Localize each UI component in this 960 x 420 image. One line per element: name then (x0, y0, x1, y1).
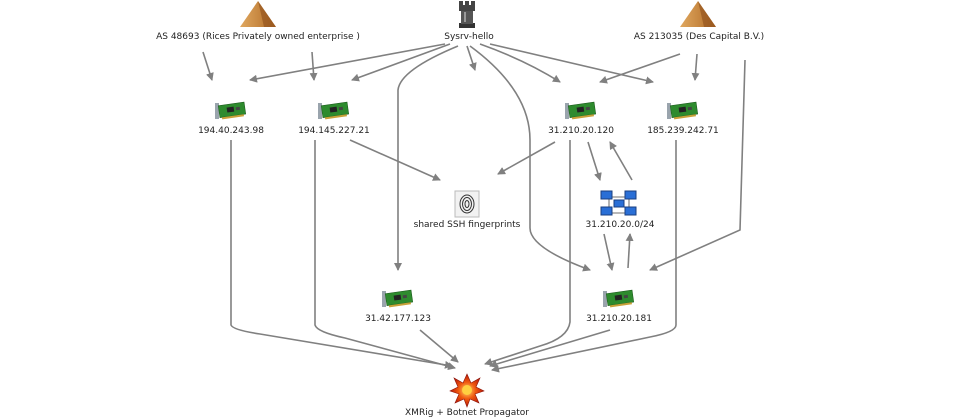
edge-31-42-to-xmrig (419, 329, 459, 363)
edge-as213035-to-31-210-120 (599, 53, 681, 84)
ip-194-145-227-21-label[interactable]: 194.145.227.21 (298, 126, 370, 136)
edge-subnet-to-31-210-120 (609, 141, 633, 181)
edge-31-210-120-to-xmrig (484, 140, 571, 366)
malware-burst-icon (449, 373, 485, 408)
sysrv-hello-label[interactable]: Sysrv-hello (444, 32, 494, 42)
subnet-31-210-20-0-label[interactable]: 31.210.20.0/24 (585, 220, 655, 230)
edge-194-40-to-xmrig (230, 140, 453, 369)
network-card-icon (565, 101, 597, 120)
ip-31-210-20-120-label[interactable]: 31.210.20.120 (548, 126, 614, 136)
shared-ssh-fingerprints-label[interactable]: shared SSH fingerprints (413, 220, 521, 230)
edge-194-145-to-xmrig (314, 140, 456, 371)
pyramid-icon (240, 1, 276, 27)
edge-sysrv-to-xmrig (466, 45, 477, 71)
edge-as48693-to-194-145 (309, 51, 318, 81)
network-topology-icon (600, 190, 637, 216)
as-48693-label[interactable]: AS 48693 (Rices Privately owned enterpri… (156, 32, 360, 42)
ip-31-210-20-181-label[interactable]: 31.210.20.181 (586, 314, 652, 324)
edge-31-210-181-to-xmrig (489, 329, 611, 368)
network-card-icon (603, 289, 635, 308)
edge-as213035-to-31-210-181 (649, 59, 746, 271)
edge-sysrv-to-185-239 (489, 43, 654, 85)
edge-31-210-120-to-subnet (587, 141, 602, 181)
edge-sysrv-to-194-40 (249, 43, 446, 83)
edge-185-239-to-xmrig (491, 140, 677, 373)
ip-185-239-242-71-label[interactable]: 185.239.242.71 (647, 126, 719, 136)
network-card-icon (382, 289, 414, 308)
edge-as48693-to-194-40 (202, 51, 214, 81)
edge-194-145-to-ssh (349, 139, 441, 181)
edge-31-210-181-to-subnet (625, 233, 634, 269)
edge-sysrv-to-31-210-120 (479, 43, 561, 83)
xmrig-botnet-propagator-label[interactable]: XMRig + Botnet Propagator (405, 408, 529, 418)
ip-194-40-243-98-label[interactable]: 194.40.243.98 (198, 126, 264, 136)
ip-31-42-177-123-label[interactable]: 31.42.177.123 (365, 314, 431, 324)
network-card-icon (667, 101, 699, 120)
edge-subnet-to-31-210-181 (603, 233, 615, 271)
edge-sysrv-to-31-42 (394, 45, 459, 271)
edge-31-210-120-to-ssh (497, 141, 556, 175)
pyramid-icon (680, 1, 716, 27)
fingerprint-icon (454, 190, 480, 218)
as-213035-label[interactable]: AS 213035 (Des Capital B.V.) (633, 32, 765, 42)
network-card-icon (215, 101, 247, 120)
edge-sysrv-to-194-145 (351, 43, 451, 82)
edge-sysrv-to-31-210-181 (469, 45, 591, 272)
network-card-icon (318, 101, 350, 120)
edge-as213035-to-185-239 (691, 53, 700, 81)
chess-rook-icon (459, 1, 475, 28)
edges (202, 43, 746, 373)
